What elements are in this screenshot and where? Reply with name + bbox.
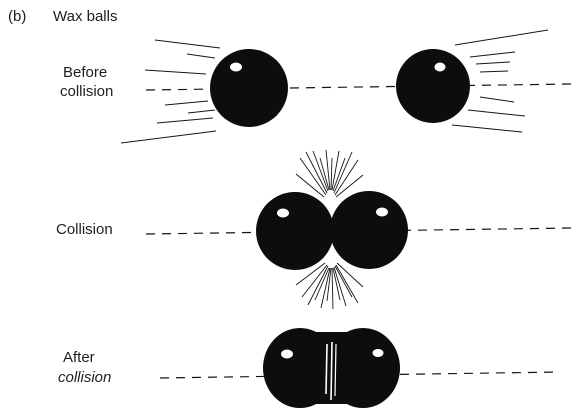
colliding-right-highlight (376, 208, 388, 217)
merged-ball-highlight-right (373, 349, 384, 357)
before-dashed-axis (146, 84, 572, 90)
right-ball-highlight (435, 63, 446, 72)
right-wax-ball (396, 49, 470, 123)
merge-seam-1 (326, 344, 327, 394)
merged-ball-highlight-left (281, 350, 293, 359)
left-ball-motion-lines (121, 40, 220, 143)
lower-impact-burst-lines (296, 263, 363, 309)
merge-seam-2 (331, 342, 332, 400)
colliding-left-highlight (277, 209, 289, 218)
colliding-right-ball (330, 191, 408, 269)
colliding-left-ball (256, 192, 334, 270)
after-stage (160, 328, 560, 408)
before-stage (121, 30, 572, 143)
left-wax-ball (210, 49, 288, 127)
upper-impact-burst-lines (296, 150, 363, 197)
left-ball-highlight (230, 63, 242, 72)
collision-stage (146, 150, 572, 309)
